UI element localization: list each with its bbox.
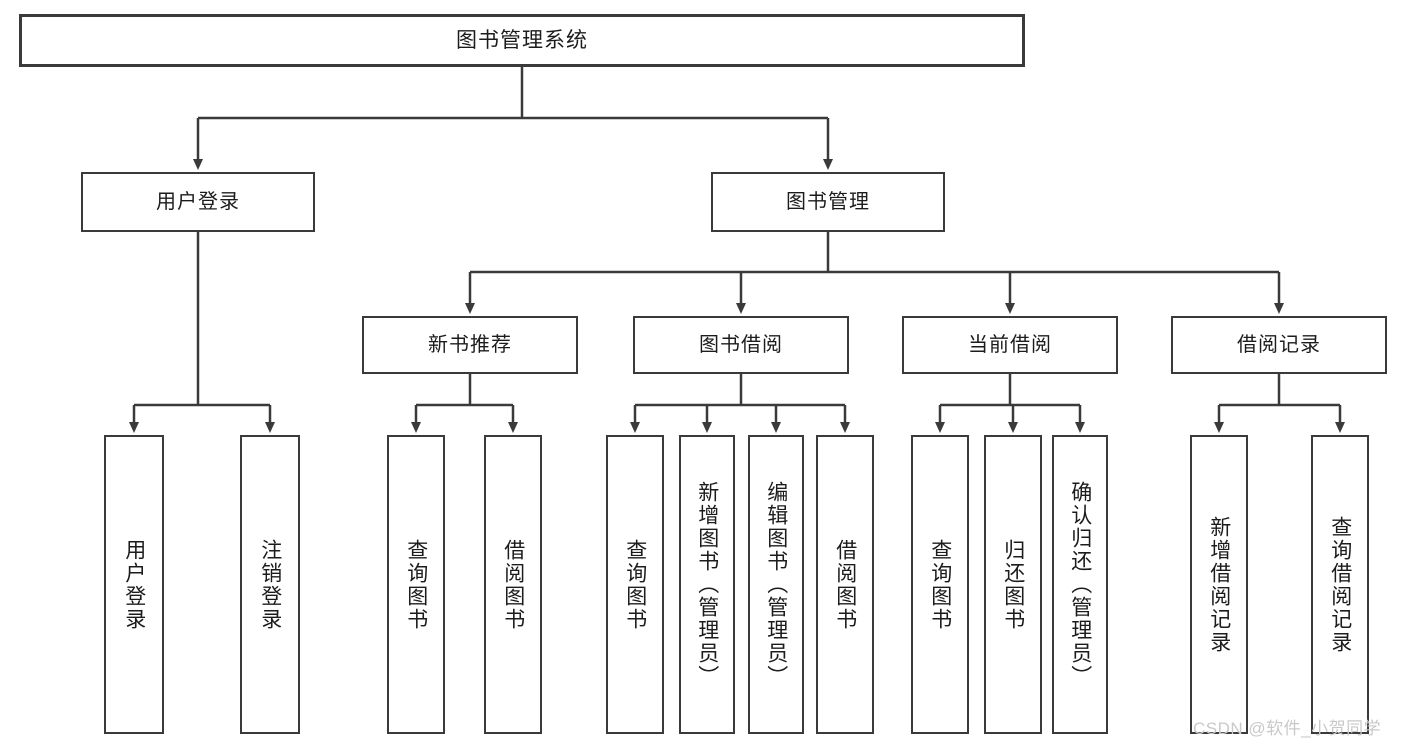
node-leaf-10[interactable]: 确认归还（管理员） xyxy=(1052,435,1108,734)
node-level1-0[interactable]: 用户登录 xyxy=(81,172,315,232)
node-level2-3[interactable]: 借阅记录 xyxy=(1171,316,1387,374)
node-root-system-label: 图书管理系统 xyxy=(456,28,588,52)
node-leaf-3[interactable]: 借阅图书 xyxy=(484,435,542,734)
node-leaf-1-label: 注销登录 xyxy=(258,538,282,631)
node-leaf-0-label: 用户登录 xyxy=(122,538,146,631)
node-level2-0-label: 新书推荐 xyxy=(428,334,512,356)
node-level1-1-label: 图书管理 xyxy=(786,191,870,213)
node-root-system[interactable]: 图书管理系统 xyxy=(19,14,1025,67)
node-level2-1[interactable]: 图书借阅 xyxy=(633,316,849,374)
node-level2-1-label: 图书借阅 xyxy=(699,334,783,356)
node-leaf-11[interactable]: 新增借阅记录 xyxy=(1190,435,1248,734)
node-leaf-3-label: 借阅图书 xyxy=(501,538,525,631)
node-leaf-12[interactable]: 查询借阅记录 xyxy=(1311,435,1369,734)
csdn-watermark: CSDN @软件_小贺同学 xyxy=(1193,719,1382,738)
node-leaf-2[interactable]: 查询图书 xyxy=(387,435,445,734)
node-leaf-7[interactable]: 借阅图书 xyxy=(816,435,874,734)
node-level2-0[interactable]: 新书推荐 xyxy=(362,316,578,374)
node-leaf-5[interactable]: 新增图书（管理员） xyxy=(679,435,735,734)
node-leaf-4-label: 查询图书 xyxy=(623,538,647,631)
node-level2-2[interactable]: 当前借阅 xyxy=(902,316,1118,374)
node-leaf-6[interactable]: 编辑图书（管理员） xyxy=(748,435,804,734)
node-leaf-6-label: 编辑图书（管理员） xyxy=(764,481,788,688)
node-level1-1[interactable]: 图书管理 xyxy=(711,172,945,232)
node-level1-0-label: 用户登录 xyxy=(156,191,240,213)
node-leaf-5-label: 新增图书（管理员） xyxy=(695,481,719,688)
node-leaf-4[interactable]: 查询图书 xyxy=(606,435,664,734)
node-leaf-8[interactable]: 查询图书 xyxy=(911,435,969,734)
node-leaf-0[interactable]: 用户登录 xyxy=(104,435,164,734)
node-level2-2-label: 当前借阅 xyxy=(968,334,1052,356)
node-leaf-8-label: 查询图书 xyxy=(928,538,952,631)
node-leaf-2-label: 查询图书 xyxy=(404,538,428,631)
node-leaf-9-label: 归还图书 xyxy=(1001,538,1025,631)
node-leaf-11-label: 新增借阅记录 xyxy=(1207,515,1231,654)
node-level2-3-label: 借阅记录 xyxy=(1237,334,1321,356)
node-leaf-7-label: 借阅图书 xyxy=(833,538,857,631)
node-leaf-10-label: 确认归还（管理员） xyxy=(1068,481,1092,688)
node-leaf-12-label: 查询借阅记录 xyxy=(1328,515,1352,654)
node-leaf-9[interactable]: 归还图书 xyxy=(984,435,1042,734)
node-leaf-1[interactable]: 注销登录 xyxy=(240,435,300,734)
